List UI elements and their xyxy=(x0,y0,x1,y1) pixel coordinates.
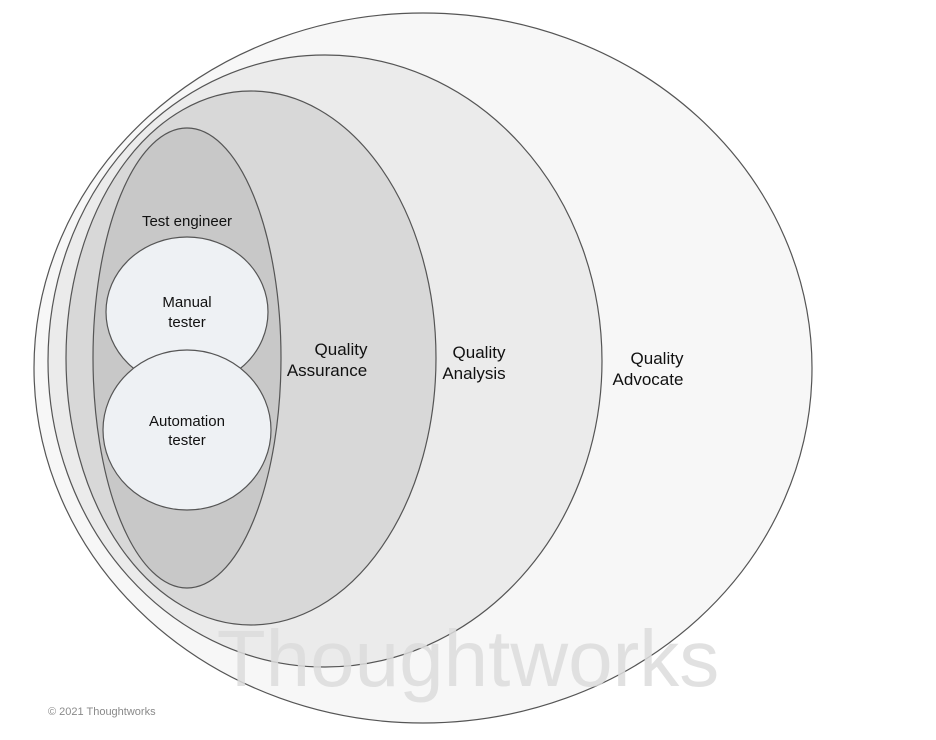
quality-analysis-label-line1: Quality xyxy=(453,343,506,362)
copyright-notice: © 2021 Thoughtworks xyxy=(48,706,156,718)
quality-assurance-label-line2: Assurance xyxy=(287,361,367,380)
automation-tester-circle xyxy=(102,349,272,511)
manual-tester-label-line2: tester xyxy=(168,314,206,331)
quality-advocate-label-line2: Advocate xyxy=(613,370,684,389)
quality-assurance-label-line1: Quality xyxy=(315,340,368,359)
quality-advocate-label-line1: Quality xyxy=(631,349,684,368)
quality-analysis-label-line2: Analysis xyxy=(442,364,505,383)
manual-tester-label-line1: Manual xyxy=(162,294,211,311)
automation-tester-label-line2: tester xyxy=(168,432,206,449)
watermark-logo: Thoughtworks xyxy=(217,614,719,703)
test-engineer-label: Test engineer xyxy=(142,213,232,230)
automation-tester-label-line1: Automation xyxy=(149,413,225,430)
